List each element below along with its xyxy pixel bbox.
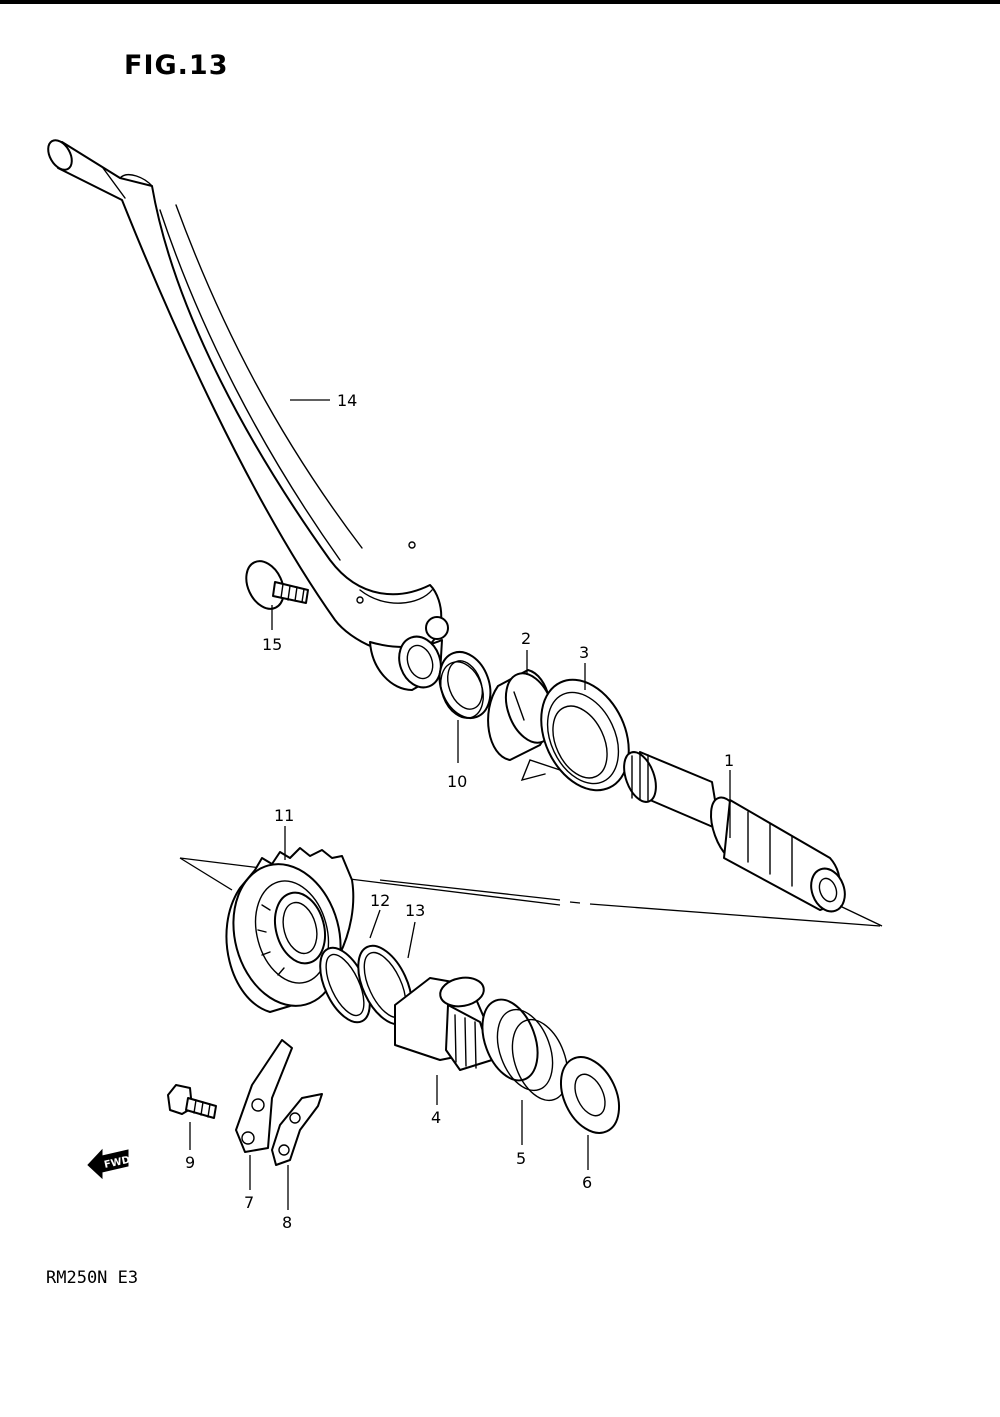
callout-14: 14 [337, 391, 357, 410]
callout-8: 8 [282, 1213, 292, 1232]
part-1-kick-shaft [623, 751, 846, 913]
part-5-ratchet-spring [481, 998, 569, 1102]
fwd-label: FWD [103, 1155, 131, 1171]
figure-title: FIG.13 [124, 50, 229, 81]
callout-13: 13 [405, 901, 425, 920]
callout-9: 9 [185, 1153, 195, 1172]
callout-7: 7 [244, 1193, 254, 1212]
top-border-rule [0, 0, 1000, 4]
callout-numbers: 14 15 10 2 3 1 11 12 13 4 5 6 9 7 8 [185, 391, 734, 1232]
callout-5: 5 [516, 1149, 526, 1168]
part-14-kick-lever [47, 139, 449, 691]
part-3-return-spring [520, 678, 630, 792]
fwd-arrow-icon: FWD [87, 1148, 131, 1180]
axis-reference-line [179, 857, 883, 927]
callout-3: 3 [579, 643, 589, 662]
part-4-ratchet [394, 976, 493, 1071]
part-10-oil-seal [438, 651, 492, 719]
callout-1: 1 [724, 751, 734, 770]
part-9-bolt [167, 1084, 217, 1119]
leader-lines [189, 399, 731, 1210]
part-7-stopper-plate [235, 1039, 293, 1153]
callout-6: 6 [582, 1173, 592, 1192]
part-8-guide-plate [271, 1093, 323, 1166]
part-15-lever-bolt [245, 560, 309, 610]
callout-2: 2 [521, 629, 531, 648]
callout-12: 12 [370, 891, 390, 910]
part-6-washer [559, 1056, 621, 1134]
callout-11: 11 [274, 806, 294, 825]
callout-10: 10 [447, 772, 467, 791]
callout-15: 15 [262, 635, 282, 654]
model-code: RM250N E3 [46, 1268, 139, 1288]
callout-4: 4 [431, 1108, 441, 1127]
